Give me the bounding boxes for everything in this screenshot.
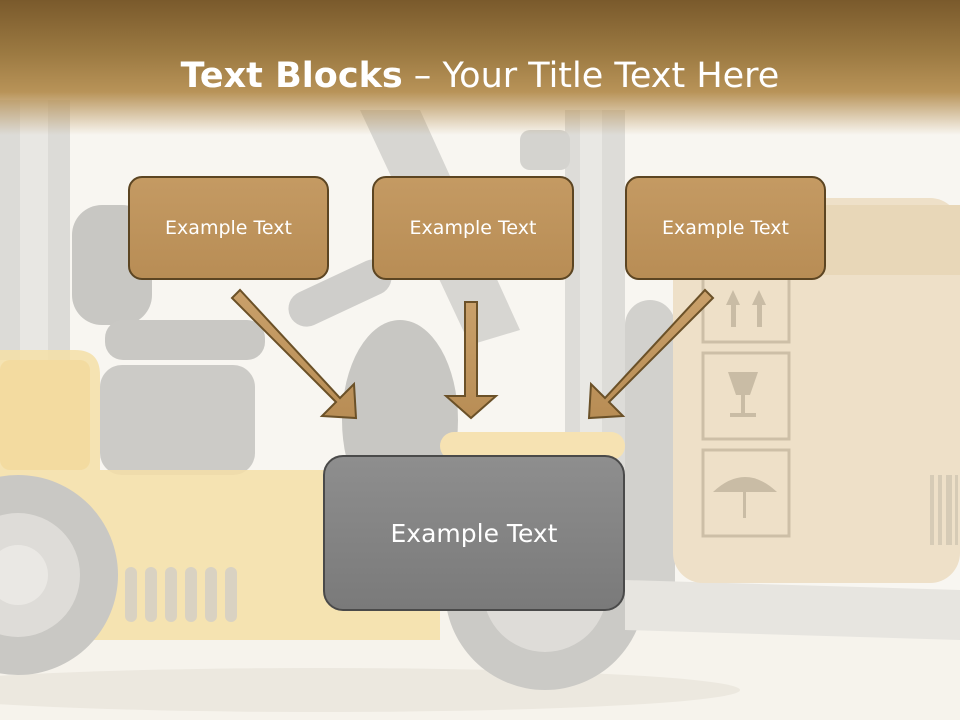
title-bold-part: Text Blocks [180, 56, 403, 96]
title-dash: – [402, 56, 443, 96]
text-block-1-label: Example Text [165, 217, 292, 239]
text-block-2: Example Text [372, 176, 574, 280]
arrow-middle [443, 301, 499, 420]
title-bar [0, 0, 960, 135]
text-block-2-label: Example Text [409, 217, 537, 239]
title-rest-part: Your Title Text Here [442, 56, 780, 96]
main-text-block: Example Text [323, 455, 625, 611]
text-block-3: Example Text [625, 176, 826, 280]
arrow-right [587, 288, 715, 420]
main-text-block-label: Example Text [390, 518, 558, 548]
arrow-left [230, 288, 358, 420]
text-block-1: Example Text [128, 176, 329, 280]
text-block-3-label: Example Text [662, 217, 789, 239]
slide-title: Text Blocks – Your Title Text Here [0, 52, 960, 100]
